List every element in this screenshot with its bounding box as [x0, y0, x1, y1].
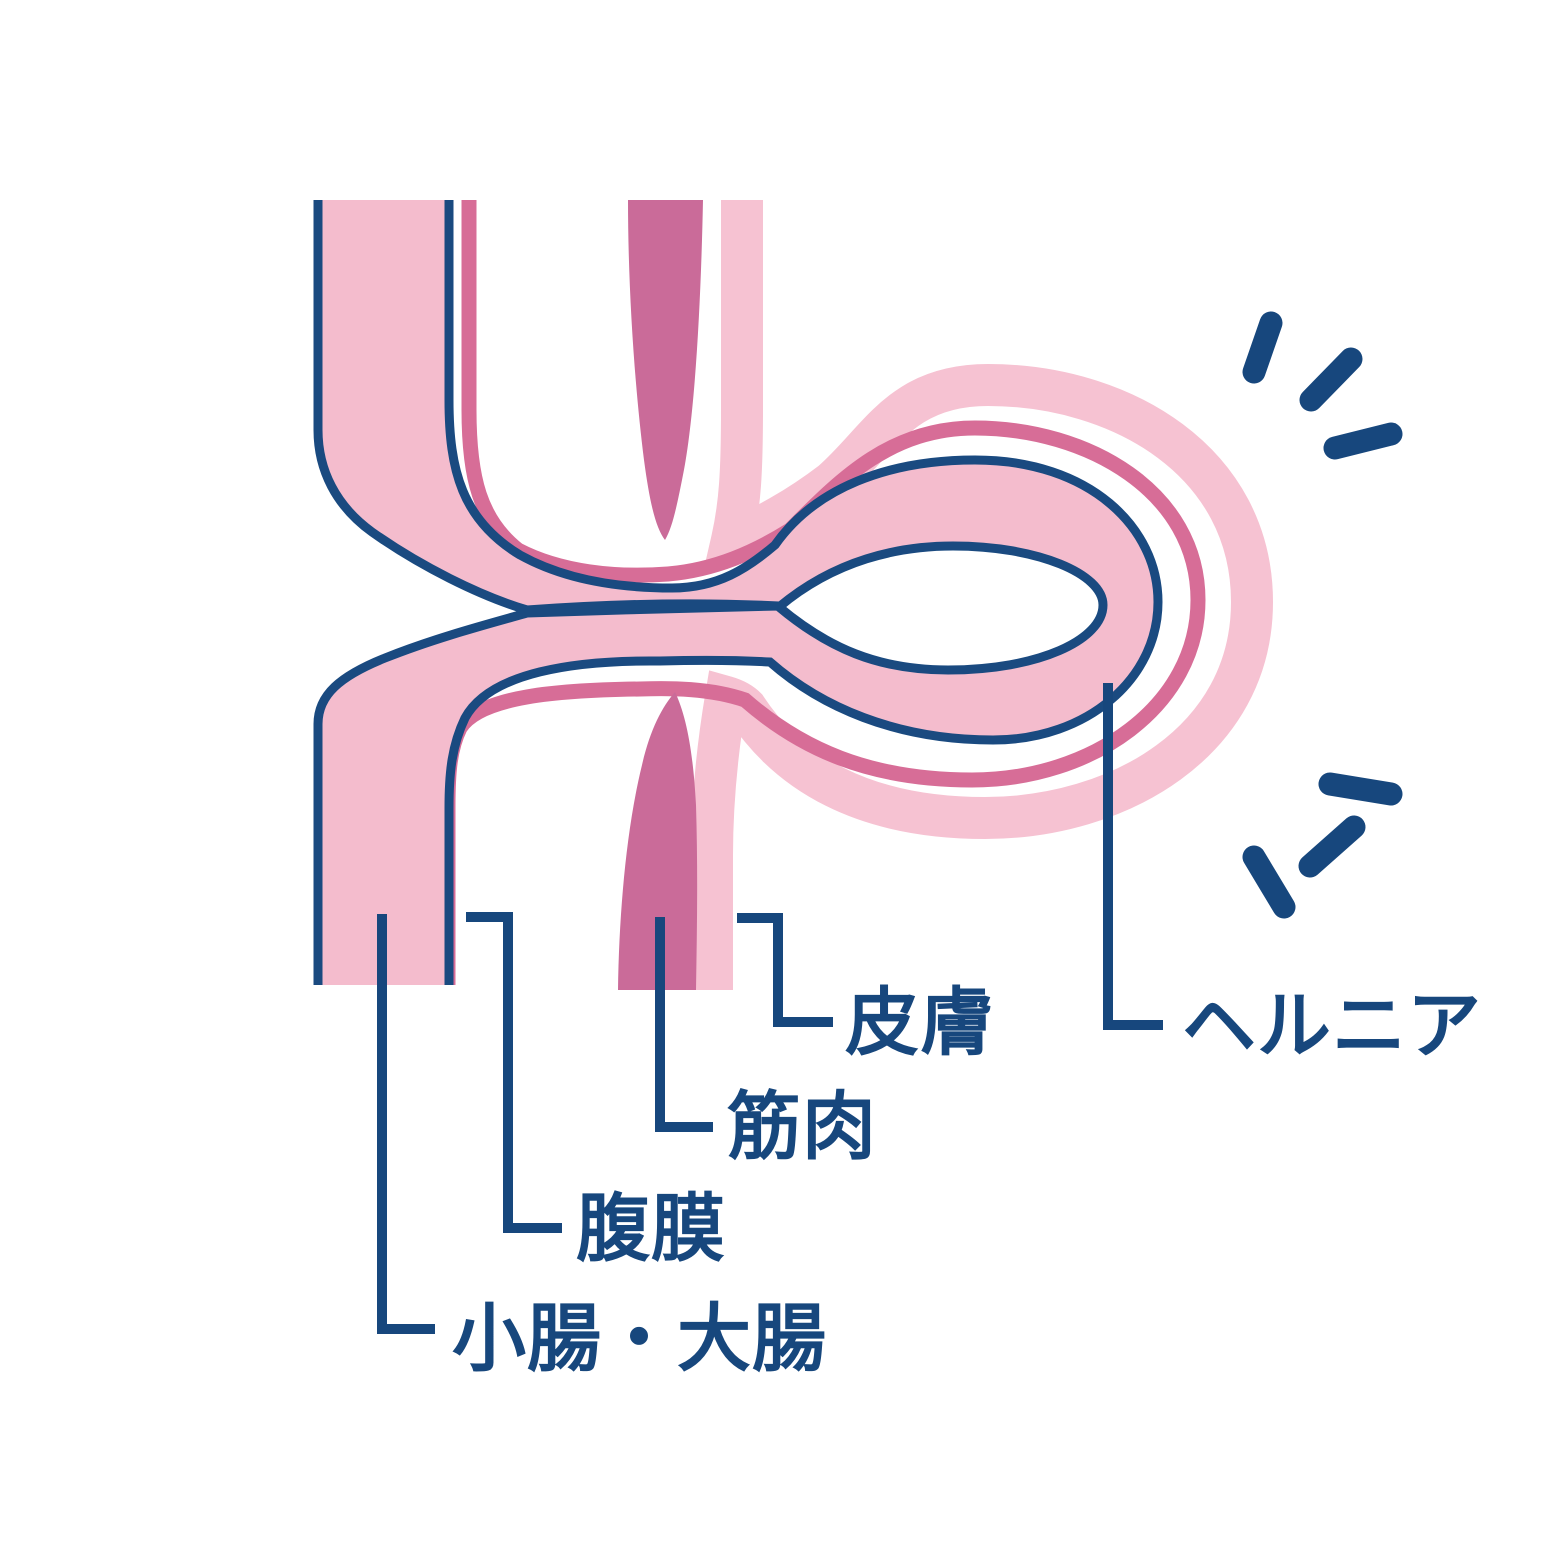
- emphasis-marks-top: [1242, 311, 1403, 460]
- peritoneum-layer-shape: [440, 200, 1206, 990]
- label-hernia: ヘルニア: [1182, 984, 1482, 1067]
- label-line-peritoneum: [466, 912, 562, 1233]
- bottom-cut-trim: [300, 985, 475, 1007]
- intestine-shape: [313, 189, 1163, 997]
- label-skin: 皮膚: [845, 981, 995, 1064]
- muscle-upper-shape: [628, 200, 703, 540]
- label-line-hernia: [1103, 683, 1163, 1030]
- top-cut-trim: [300, 176, 495, 200]
- label-muscle: 筋肉: [727, 1085, 877, 1168]
- muscle-lower-shape: [618, 692, 698, 990]
- label-line-muscle: [655, 917, 713, 1132]
- emphasis-marks-bottom: [1242, 772, 1403, 919]
- label-line-intestine: [377, 914, 435, 1334]
- label-intestine: 小腸・大腸: [452, 1297, 827, 1380]
- label-line-skin: [737, 913, 833, 1027]
- label-peritoneum: 腹膜: [576, 1187, 726, 1270]
